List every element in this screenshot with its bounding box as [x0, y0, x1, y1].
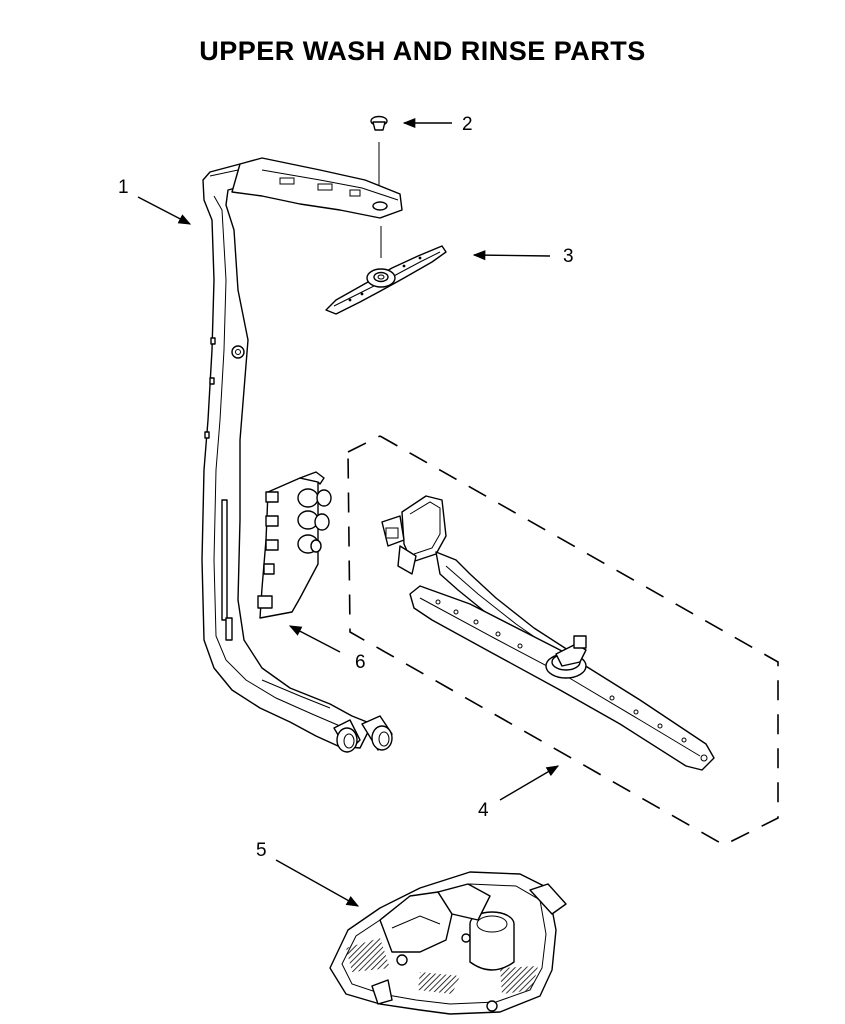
callout-4: 4: [478, 800, 489, 821]
part-2-cap[interactable]: [370, 115, 388, 186]
arrow-3: [472, 250, 551, 261]
arrow-5: [275, 859, 360, 907]
part-3-upper-spray-arm[interactable]: [325, 226, 447, 315]
part-5-pump-housing[interactable]: [329, 871, 567, 1015]
callout-3: 3: [563, 246, 574, 267]
diagram-title: UPPER WASH AND RINSE PARTS: [199, 36, 646, 66]
callout-6: 6: [355, 652, 366, 673]
arrow-6: [288, 625, 341, 653]
part-4-spray-arm-assembly[interactable]: [347, 435, 779, 846]
callout-5: 5: [256, 840, 267, 861]
arrow-1: [137, 196, 192, 225]
part-6-diverter-valve[interactable]: [257, 471, 332, 619]
callout-arrows: [137, 117, 560, 907]
part-1-supply-tube[interactable]: [201, 157, 403, 753]
callout-2: 2: [462, 114, 473, 135]
callout-1: 1: [118, 177, 129, 198]
arrow-4: [499, 765, 560, 801]
